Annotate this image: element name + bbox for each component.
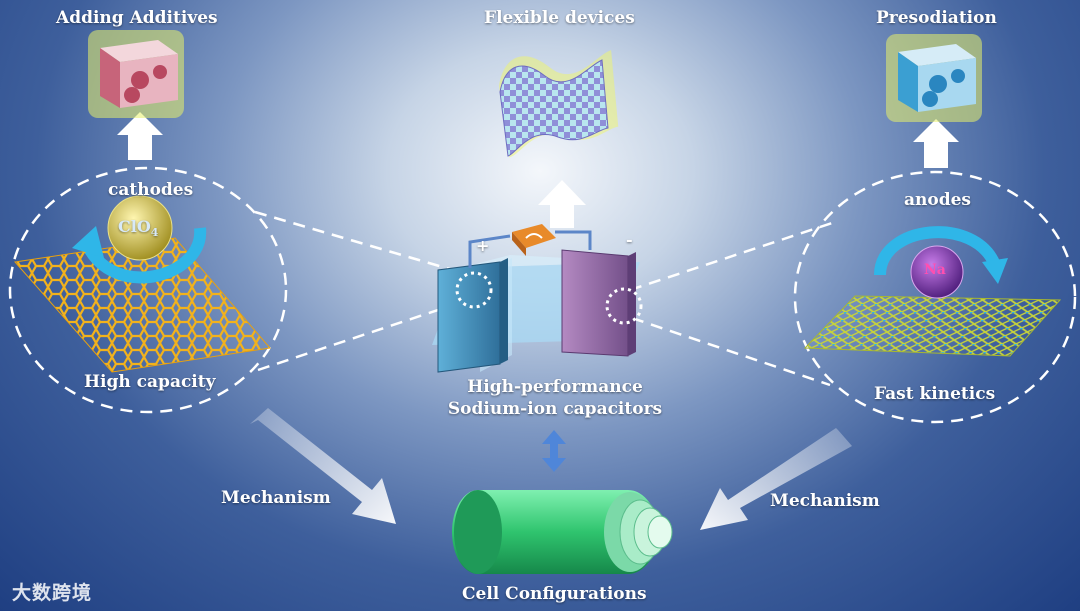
- presodiation-cube: [886, 34, 982, 122]
- capacitor-cell: [432, 224, 643, 373]
- anodes-label: anodes: [904, 190, 971, 210]
- cathode-plate: [437, 261, 501, 373]
- high-capacity-label: High capacity: [84, 372, 216, 392]
- up-arrows: [117, 112, 959, 228]
- watermark: 大数跨境: [12, 582, 93, 604]
- adding-additives-label: Adding Additives: [56, 8, 218, 28]
- additive-cube: [88, 30, 184, 118]
- cathodes-label: cathodes: [108, 180, 194, 200]
- cathode-dashed-circle: [8, 166, 288, 414]
- na-ion: [910, 245, 964, 299]
- minus-sign: -: [626, 230, 633, 249]
- anode-lattice: [803, 295, 1062, 357]
- clo4-ion: [107, 195, 173, 261]
- cathode-cyan-arrow: [84, 227, 207, 284]
- presodiation-label: Presodiation: [876, 8, 997, 28]
- clo4-label: ClO4: [118, 217, 159, 240]
- mechanism-arrow-left: [250, 408, 396, 524]
- anode-plate: [561, 249, 629, 357]
- cell-configurations-label: Cell Configurations: [462, 584, 647, 604]
- mechanism-left-label: Mechanism: [221, 488, 331, 508]
- connector-lines: [254, 210, 836, 387]
- center-title-line2: Sodium-ion capacitors: [447, 399, 663, 419]
- center-title-line1: High-performance: [467, 377, 643, 397]
- cylindrical-cell: [452, 490, 673, 574]
- anode-cyan-arrow: [874, 226, 1001, 276]
- bidirectional-arrow: [542, 430, 566, 472]
- mechanism-right-label: Mechanism: [770, 491, 880, 511]
- flexible-device: [498, 50, 619, 158]
- na-label: Na: [924, 262, 946, 278]
- flexible-devices-label: Flexible devices: [484, 8, 635, 28]
- load-device: [512, 224, 556, 248]
- anode-dashed-circle: [793, 170, 1077, 424]
- center-title: High-performance Sodium-ion capacitors: [420, 376, 690, 420]
- fast-kinetics-label: Fast kinetics: [874, 384, 996, 404]
- mechanism-arrow-right: [700, 428, 852, 530]
- plus-sign: +: [476, 236, 490, 255]
